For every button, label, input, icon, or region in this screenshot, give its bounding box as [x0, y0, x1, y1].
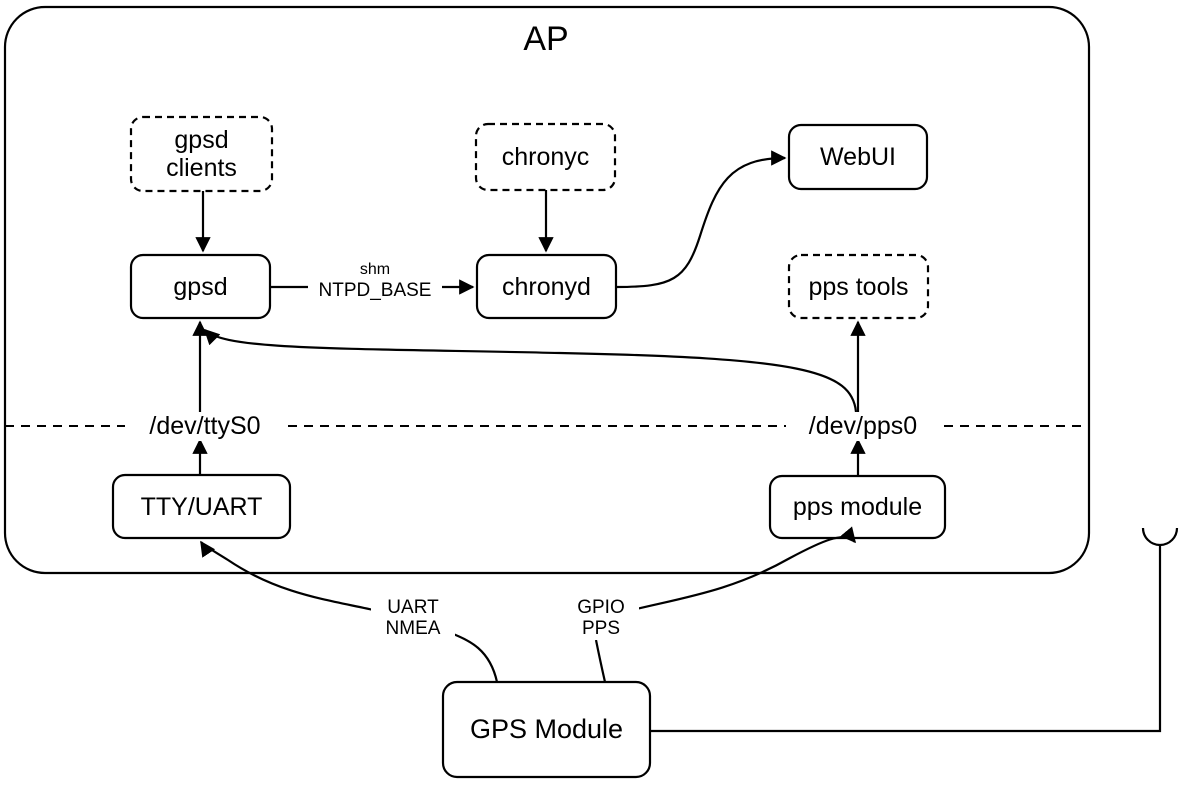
node-box-chronyc[interactable] [474, 122, 617, 192]
edge-gps-module-to-tty-uart-tail [200, 540, 379, 613]
node-box-gpsd[interactable] [129, 253, 272, 320]
edge-gps-module-to-tty-uart [447, 630, 499, 683]
node-box-webui[interactable] [787, 123, 929, 191]
edge-gps-module-to-pps-module [594, 639, 607, 683]
node-box-tty-uart[interactable] [111, 473, 292, 540]
node-box-pps-tools[interactable] [787, 253, 930, 320]
edge-label-uart-nmea: UART NMEA [371, 597, 455, 640]
node-box-gps-module[interactable] [441, 680, 652, 779]
edge-label-ntpd-base: NTPD_BASE [308, 279, 442, 302]
edge-label-shm-ntpd-base: shm NTPD_BASE [308, 261, 442, 302]
node-box-gpsd-clients[interactable] [129, 115, 274, 193]
edge-dev-pps0-to-gpsd-long-curve [203, 328, 858, 413]
antenna-icon [1141, 527, 1179, 547]
edge-chronyd-to-webui [616, 150, 787, 289]
edge-gps-module-to-pps-module-tail [627, 526, 856, 613]
edge-gps-module-to-antenna [650, 545, 1162, 733]
node-box-pps-module[interactable] [768, 474, 947, 540]
edge-label-gpio-pps: GPIO PPS [563, 597, 639, 640]
boundary-label-dev-pps0: /dev/pps0 [786, 412, 940, 441]
boundary-label-dev-ttys0: /dev/ttyS0 [125, 412, 285, 441]
edge-label-shm: shm [308, 261, 442, 279]
page-title: AP [523, 20, 569, 58]
node-box-chronyd[interactable] [475, 253, 618, 320]
